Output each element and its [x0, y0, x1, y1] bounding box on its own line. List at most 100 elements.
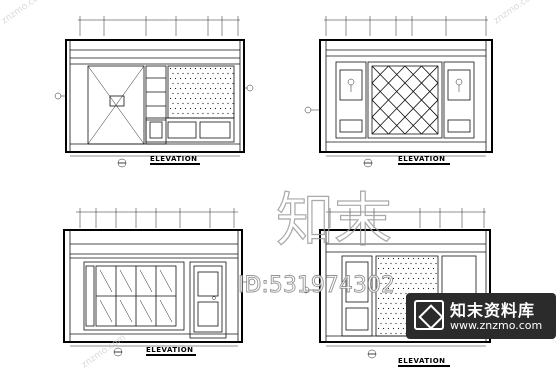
tufting-dot: [405, 282, 407, 285]
tufting-dot: [390, 262, 392, 265]
tufting-dot: [407, 267, 410, 270]
tufting-dot: [209, 87, 212, 90]
tufting-dot: [382, 277, 385, 280]
tufting-dot: [202, 92, 204, 95]
tufting-dot: [227, 82, 229, 85]
tufting-dot: [392, 297, 395, 300]
tufting-dot: [194, 77, 197, 80]
tufting-dot: [197, 112, 199, 115]
tufting-dot: [177, 72, 179, 75]
tufting-dot: [377, 307, 380, 310]
tufting-dot: [407, 287, 410, 290]
tufting-dot: [392, 267, 395, 270]
tufting-dot: [222, 112, 224, 115]
tufting-dot: [410, 272, 412, 275]
tufting-dot: [395, 322, 397, 325]
tufting-dot: [385, 292, 387, 295]
tufting-dot: [192, 102, 194, 105]
tufting-dot: [182, 112, 184, 115]
tufting-dot: [229, 67, 232, 70]
tufting-dot: [377, 277, 380, 280]
tufting-dot: [377, 267, 380, 270]
tufting-dot: [400, 312, 402, 315]
tufting-dot: [405, 262, 407, 265]
elevation-top-left: [54, 16, 254, 168]
tufting-dot: [397, 327, 400, 330]
tufting-dot: [422, 277, 425, 280]
tufting-dot: [174, 97, 177, 100]
tufting-dot: [212, 92, 214, 95]
tufting-dot: [219, 107, 222, 110]
diamond-grid-line: [372, 66, 438, 134]
diamond-grid-line: [372, 66, 389, 84]
tufting-dot: [172, 92, 174, 95]
tufting-dot: [400, 262, 402, 265]
tufting-dot: [392, 257, 395, 260]
site-logo-badge: 知末资料库 www.znzmo.com: [406, 293, 556, 339]
tufting-dot: [380, 332, 382, 335]
tufting-dot: [410, 282, 412, 285]
tufting-dot: [204, 107, 207, 110]
tufting-dot: [395, 282, 397, 285]
tufting-dot: [184, 67, 187, 70]
tufting-dot: [192, 82, 194, 85]
tufting-dot: [385, 282, 387, 285]
tufting-dot: [214, 67, 217, 70]
tufting-dot: [209, 107, 212, 110]
tufting-dot: [412, 267, 415, 270]
tufting-dot: [432, 277, 435, 280]
tufting-dot: [232, 82, 234, 85]
tufting-dot: [430, 272, 432, 275]
tufting-dot: [392, 317, 395, 320]
tufting-dot: [385, 332, 387, 335]
tufting-dot: [377, 287, 380, 290]
tufting-dot: [192, 72, 194, 75]
tufting-dot: [227, 112, 229, 115]
tufting-dot: [207, 102, 209, 105]
tufting-dot: [227, 102, 229, 105]
tufting-dot: [199, 107, 202, 110]
tufting-dot: [390, 302, 392, 305]
tufting-dot: [432, 257, 435, 260]
tufting-dot: [412, 287, 415, 290]
tufting-dot: [212, 102, 214, 105]
tufting-dot: [199, 87, 202, 90]
tufting-dot: [402, 257, 405, 260]
diamond-grid-line: [372, 66, 422, 118]
diamond-grid-line: [404, 66, 438, 101]
tufting-dot: [174, 87, 177, 90]
tufting-dot: [385, 302, 387, 305]
tufting-dot: [402, 297, 405, 300]
tufting-dot: [382, 327, 385, 330]
tufting-dot: [400, 332, 402, 335]
tufting-dot: [229, 77, 232, 80]
tufting-dot: [397, 297, 400, 300]
tufting-dot: [407, 277, 410, 280]
diamond-grid-line: [372, 99, 406, 134]
tufting-dot: [387, 277, 390, 280]
tufting-dot: [169, 67, 172, 70]
tufting-dot: [412, 257, 415, 260]
tufting-dot: [189, 77, 192, 80]
tufting-dot: [202, 82, 204, 85]
tufting-dot: [435, 282, 437, 285]
tufting-dot: [432, 267, 435, 270]
tufting-dot: [222, 92, 224, 95]
tufting-dot: [217, 112, 219, 115]
tufting-dot: [402, 317, 405, 320]
elevation-bottom-left: [63, 208, 256, 357]
tufting-dot: [199, 67, 202, 70]
tufting-dot: [187, 102, 189, 105]
tufting-dot: [204, 97, 207, 100]
tufting-dot: [224, 87, 227, 90]
tufting-dot: [390, 312, 392, 315]
diamond-grid-line: [421, 116, 438, 134]
tufting-dot: [425, 282, 427, 285]
tufting-dot: [417, 287, 420, 290]
tufting-dot: [187, 92, 189, 95]
tufting-dot: [184, 107, 187, 110]
tufting-dot: [405, 272, 407, 275]
tufting-dot: [422, 267, 425, 270]
tufting-dot: [380, 312, 382, 315]
tufting-dot: [427, 257, 430, 260]
